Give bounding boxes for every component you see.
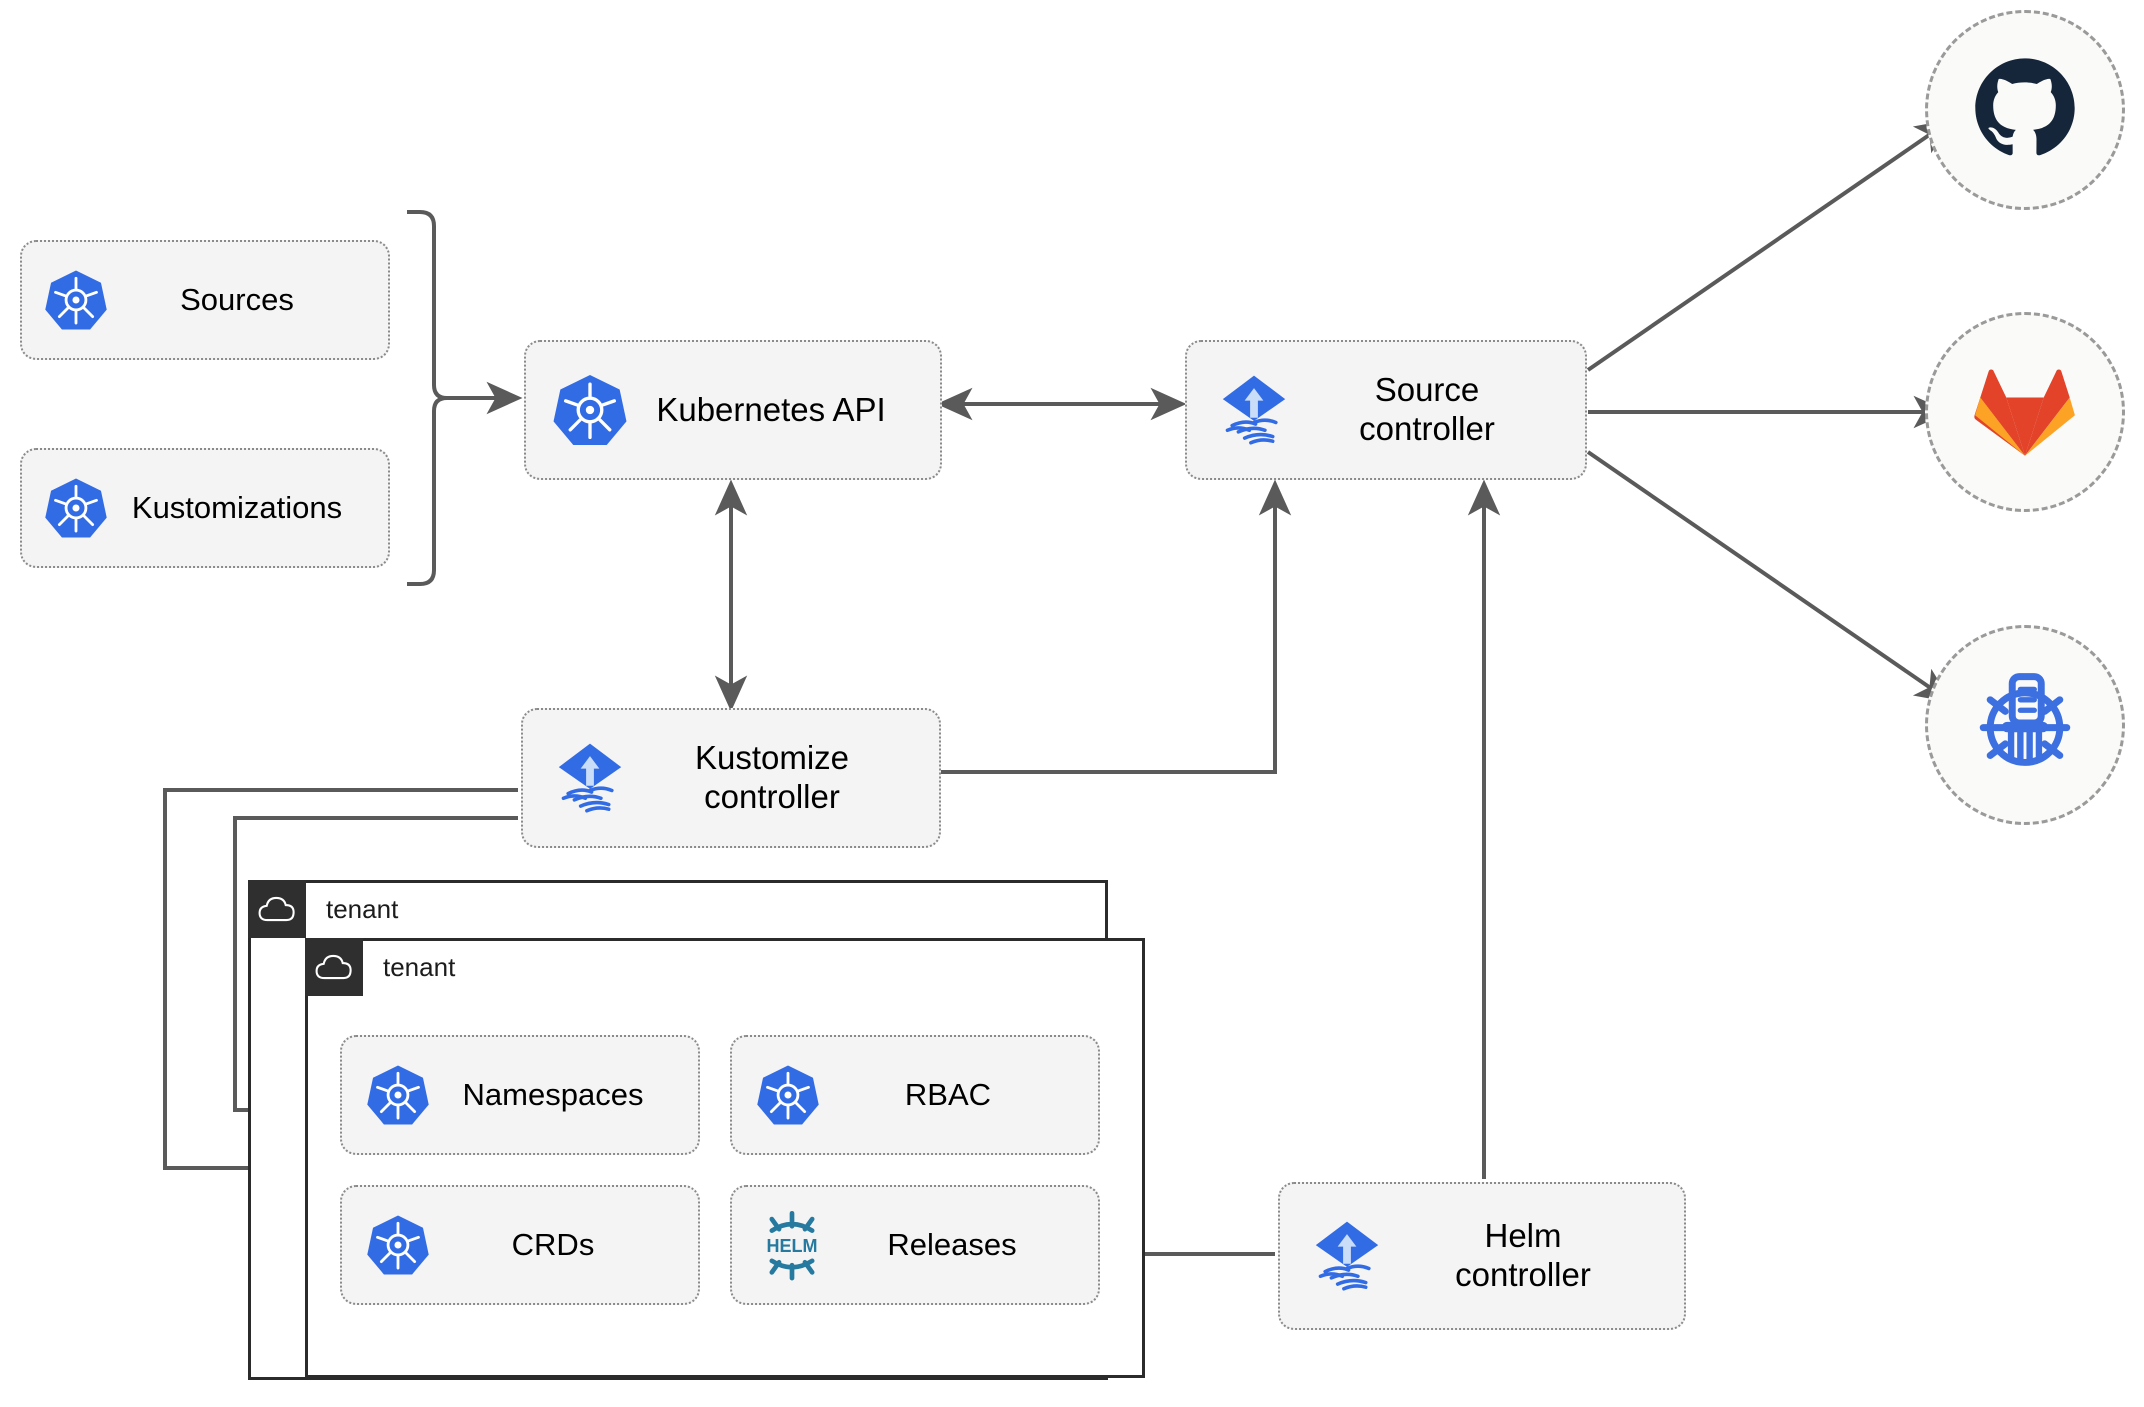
node-label: Releases	[887, 1226, 1017, 1262]
remote-gitlab[interactable]	[1925, 312, 2125, 512]
kubernetes-icon	[366, 1063, 430, 1127]
node-releases[interactable]: HELM Releases	[730, 1185, 1100, 1305]
kubernetes-icon	[44, 268, 108, 332]
node-label: RBAC	[904, 1076, 992, 1112]
cloud-icon	[305, 938, 363, 996]
kubernetes-icon	[756, 1063, 820, 1127]
node-sources[interactable]: Sources	[20, 240, 390, 360]
flux-icon	[1308, 1217, 1386, 1295]
cloud-icon	[248, 880, 306, 938]
edge-source-to-github	[1586, 119, 1952, 372]
node-label: Sources	[180, 281, 294, 317]
helm-icon: HELM	[756, 1209, 828, 1281]
node-label: Namespaces	[462, 1076, 644, 1112]
node-crds[interactable]: CRDs	[340, 1185, 700, 1305]
tenant-container-inner[interactable]: tenant	[305, 938, 1145, 1378]
source-group-bracket	[407, 210, 448, 586]
edge-kustomize-to-source	[941, 479, 1292, 774]
node-label: Kubernetes API	[656, 390, 886, 428]
kubernetes-icon	[552, 372, 628, 448]
node-kubernetes-api[interactable]: Kubernetes API	[524, 340, 942, 480]
edge-source-to-registry	[1586, 450, 1952, 703]
kubernetes-icon	[44, 476, 108, 540]
node-label: Kustomize controller	[694, 739, 850, 815]
node-label: Source controller	[1359, 371, 1495, 447]
node-label: Kustomizations	[131, 489, 343, 525]
kubernetes-icon	[366, 1213, 430, 1277]
flux-icon	[551, 739, 629, 817]
node-label: Helm controller	[1455, 1217, 1591, 1293]
svg-text:HELM: HELM	[767, 1236, 818, 1256]
node-helm-controller[interactable]: Helm controller	[1278, 1182, 1686, 1330]
node-label: CRDs	[511, 1226, 595, 1262]
tenant-label: tenant	[383, 951, 456, 982]
flux-icon	[1215, 371, 1293, 449]
tenant-tab: tenant	[248, 880, 398, 938]
node-kustomizations[interactable]: Kustomizations	[20, 448, 390, 568]
helm-registry-icon	[1967, 665, 2083, 786]
tenant-label: tenant	[326, 893, 399, 924]
remote-github[interactable]	[1925, 10, 2125, 210]
remote-container-registry[interactable]	[1925, 625, 2125, 825]
github-icon	[1971, 54, 2079, 167]
node-source-controller[interactable]: Source controller	[1185, 340, 1587, 480]
tenant-tab: tenant	[305, 938, 455, 996]
node-kustomize-controller[interactable]: Kustomize controller	[521, 708, 941, 848]
gitlab-icon	[1973, 360, 2077, 465]
node-rbac[interactable]: RBAC	[730, 1035, 1100, 1155]
node-namespaces[interactable]: Namespaces	[340, 1035, 700, 1155]
